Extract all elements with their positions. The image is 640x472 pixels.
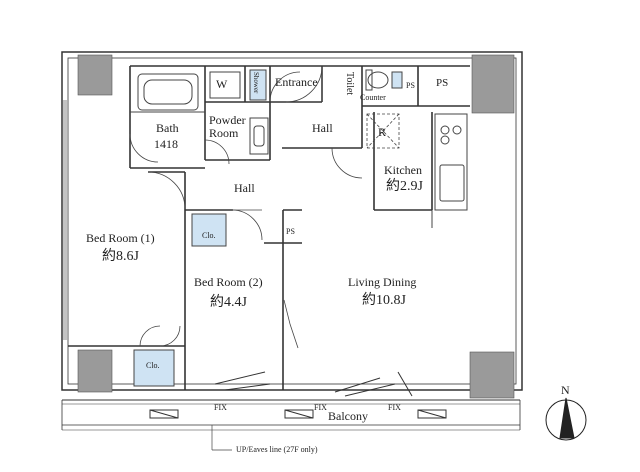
counter-label: Counter — [360, 93, 386, 102]
structural-columns — [77, 54, 515, 399]
kitchen-counter — [431, 113, 468, 228]
balcony-windows — [149, 371, 447, 419]
hall-lower-label: Hall — [234, 181, 255, 195]
kitchen-size: 約2.9J — [386, 179, 423, 194]
ps-small-label: PS — [406, 81, 415, 90]
closet-bed1-label: Clo. — [146, 361, 160, 370]
side-windows — [63, 100, 67, 340]
closet-bed2-label: Clo. — [202, 231, 216, 240]
bath-label: Bath — [156, 121, 179, 135]
refrigerator-label: R — [378, 125, 387, 139]
powder-room-label: Powder Room — [209, 113, 246, 141]
ps-top-label: PS — [436, 77, 449, 89]
interior-walls — [68, 65, 470, 390]
fix-mark-1: FIX — [214, 403, 227, 412]
door-swings — [129, 65, 363, 349]
bath-size: 1418 — [154, 137, 178, 151]
toilet-fixture — [365, 69, 403, 91]
toilet-label: Toilet — [344, 72, 355, 96]
living-dining-label: Living Dining — [348, 275, 417, 289]
bed-room-1-label: Bed Room (1) — [86, 231, 155, 245]
washer-label: W — [216, 77, 228, 91]
refrigerator-space — [366, 113, 400, 149]
sink-fixtures — [209, 69, 269, 155]
fix-mark-2: FIX — [314, 403, 327, 412]
hall-upper-label: Hall — [312, 121, 333, 135]
eaves-note: UP/Eaves line (27F only) — [236, 445, 318, 454]
north-compass-icon — [545, 397, 587, 441]
closets — [133, 213, 227, 387]
bed-room-1-size: 約8.6J — [102, 249, 139, 264]
ps-mid-label: PS — [286, 227, 295, 236]
bathtub — [130, 73, 205, 113]
outer-walls — [61, 51, 523, 431]
shower-label: Shower — [252, 72, 260, 94]
kitchen-label: Kitchen — [384, 163, 422, 177]
bed-room-2-label: Bed Room (2) — [194, 275, 263, 289]
balcony-label: Balcony — [328, 409, 368, 423]
entrance-label: Entrance — [275, 75, 318, 89]
north-label: N — [561, 383, 570, 397]
bed-room-2-size: 約4.4J — [210, 295, 247, 310]
fix-mark-3: FIX — [388, 403, 401, 412]
living-dining-size: 約10.8J — [362, 293, 406, 308]
eaves-leader — [211, 425, 232, 451]
